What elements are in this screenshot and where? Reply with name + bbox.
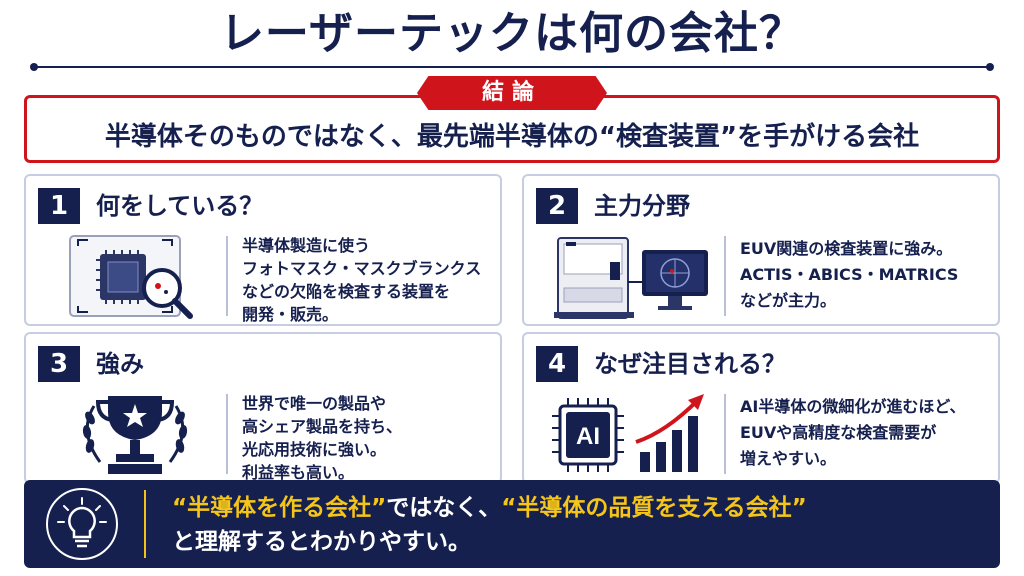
card-strength: 3 強み 世界で唯一の製品や 高シェア製品を持ち、 光応用技術に強い。 利益率も… xyxy=(24,332,502,484)
banner-divider xyxy=(144,490,146,558)
card-title: 主力分野 xyxy=(594,192,690,220)
card-line: 半導体製造に使う xyxy=(242,236,371,255)
card-title: 何をしている？ xyxy=(96,192,264,220)
banner-highlight-1: “半導体を作る会社” xyxy=(172,495,387,521)
title-rule xyxy=(30,63,994,71)
card-body: 世界で唯一の製品や 高シェア製品を持ち、 光応用技術に強い。 利益率も高い。 xyxy=(242,392,498,484)
ai-chip-label: AI xyxy=(576,423,600,450)
ai-chip-growth-icon: AI xyxy=(552,394,704,472)
inspection-machine-icon xyxy=(554,237,708,319)
banner-highlight-2: “半導体の品質を支える会社” xyxy=(501,495,807,521)
page-title: レーザーテックは何の会社？ xyxy=(219,8,805,59)
card-line: 増えやすい。 xyxy=(740,449,837,468)
card-line: 高シェア製品を持ち、 xyxy=(242,417,403,436)
card-number: 3 xyxy=(38,346,80,382)
card-body: 半導体製造に使う フォトマスク・マスクブランクス などの欠陥を検査する装置を 開… xyxy=(242,234,498,326)
conclusion-tag: 結論 xyxy=(417,76,607,110)
card-line: 開発・販売。 xyxy=(242,305,339,324)
card-line: EUVや高精度な検査需要が xyxy=(740,423,937,442)
trophy-icon xyxy=(82,396,188,474)
card-line: ACTIS・ABICS・MATRICS xyxy=(740,265,959,284)
card-line: フォトマスク・マスクブランクス xyxy=(242,259,482,278)
banner-line-1: “半導体を作る会社”ではなく、“半導体の品質を支える会社” xyxy=(172,492,807,524)
card-attention: 4 なぜ注目される？ AI AI半導体の微細化が進むほど、 EUVや高精度な検査… xyxy=(522,332,1000,484)
lightbulb-icon xyxy=(46,488,118,560)
card-line: 光応用技術に強い。 xyxy=(242,440,387,459)
card-what: 1 何をしている？ 半導体製造に使う フォトマスク・マスクブランクス などの欠陥… xyxy=(24,174,502,326)
card-line: 利益率も高い。 xyxy=(242,463,355,482)
card-title: なぜ注目される？ xyxy=(594,350,786,378)
conclusion-text: 半導体そのものではなく、最先端半導体の“検査装置”を手がける会社 xyxy=(104,122,920,152)
summary-banner: “半導体を作る会社”ではなく、“半導体の品質を支える会社” と理解するとわかりや… xyxy=(24,480,1000,568)
card-main-field: 2 主力分野 EUV関連の検査装置に強み。 ACTIS・ABICS・MATRIC… xyxy=(522,174,1000,326)
card-number: 1 xyxy=(38,188,80,224)
card-line: などの欠陥を検査する装置を xyxy=(242,282,451,301)
card-line: 世界で唯一の製品や xyxy=(242,394,387,413)
card-line: AI半導体の微細化が進むほど、 xyxy=(740,397,966,416)
card-divider xyxy=(226,236,228,316)
banner-line-2: と理解するとわかりやすい。 xyxy=(172,529,471,555)
card-title: 強み xyxy=(96,350,144,378)
chip-inspection-icon xyxy=(69,235,193,319)
card-number: 4 xyxy=(536,346,578,382)
card-body: EUV関連の検査装置に強み。 ACTIS・ABICS・MATRICS などが主力… xyxy=(740,236,996,314)
banner-mid: ではなく、 xyxy=(386,495,502,521)
card-body: AI半導体の微細化が進むほど、 EUVや高精度な検査需要が 増えやすい。 xyxy=(740,394,996,472)
card-number: 2 xyxy=(536,188,578,224)
card-divider xyxy=(724,236,726,316)
card-line: EUV関連の検査装置に強み。 xyxy=(740,239,953,258)
card-divider xyxy=(724,394,726,474)
card-line: などが主力。 xyxy=(740,291,837,310)
card-divider xyxy=(226,394,228,474)
